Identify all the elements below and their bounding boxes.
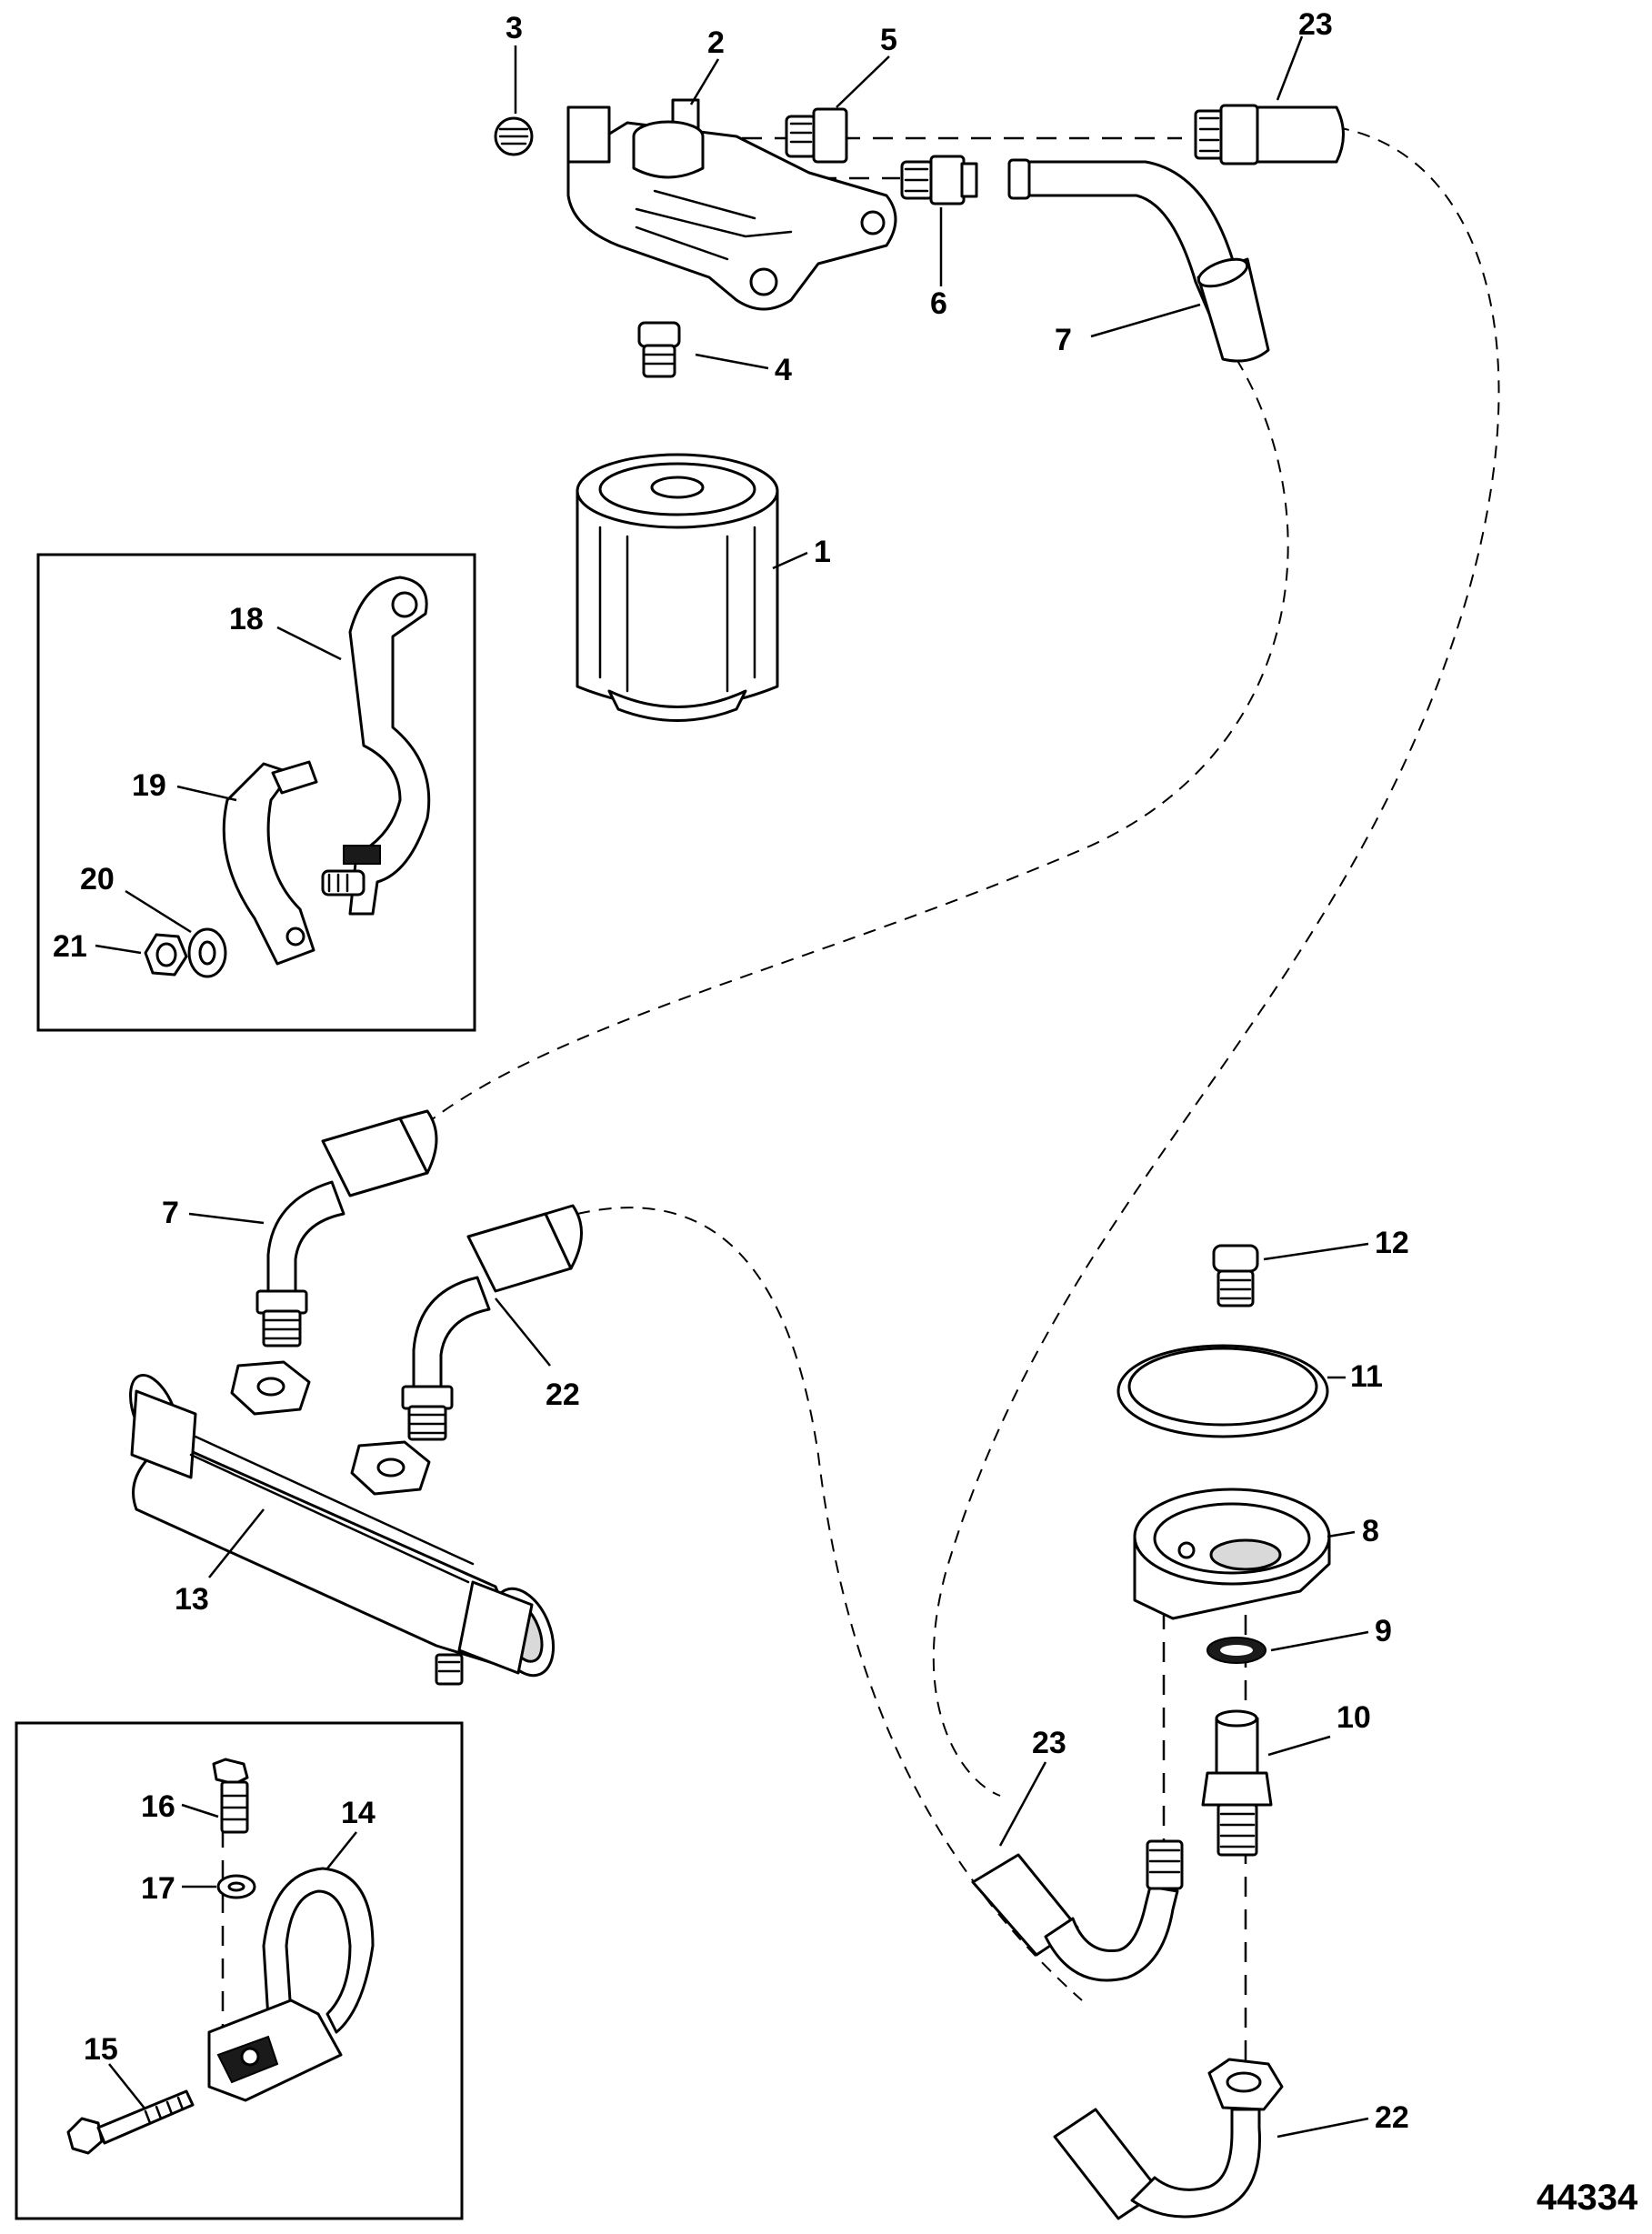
oring [1116,1344,1329,1438]
hose-route-7 [426,358,1289,1124]
leader-22-middle [495,1297,551,1367]
leader-14 [326,1831,357,1869]
filter-nipple [637,321,681,378]
filter-head [566,98,897,311]
leader-22-bottom [1277,2117,1369,2139]
leader-15 [108,2063,146,2110]
leader-18 [276,626,342,661]
clamp-kit-inset [15,1721,464,2220]
leader-23-top [1276,35,1304,101]
hose-7-top [1007,158,1270,363]
callout-lockwasher: 17 [141,1871,175,1906]
leader-7-bottom [188,1212,265,1225]
callout-clamp-bolt: 16 [141,1789,175,1824]
bracket [343,576,431,916]
callout-hose-23-top: 23 [1298,7,1333,42]
leader-8 [1327,1530,1356,1538]
nut [144,933,188,977]
strap [222,760,318,966]
leader-2 [689,58,720,105]
callout-nut: 21 [53,929,87,964]
callout-oring: 11 [1350,1359,1383,1394]
leader-10 [1267,1735,1331,1757]
callout-hose-22-bottom: 22 [1375,2100,1409,2135]
callout-strap: 19 [132,768,166,803]
callout-cooler: 13 [175,1582,209,1617]
callout-washer: 20 [80,862,115,897]
leader-lines [95,35,1369,2139]
callouts: 1 2 3 4 5 6 7 7 8 9 10 11 12 13 14 15 16… [53,7,1409,2135]
leader-5 [836,55,890,108]
callout-hose-7-top: 7 [1055,323,1072,357]
sealing-washer [1206,1637,1267,1664]
callout-sealing-washer: 9 [1375,1614,1392,1648]
leader-16 [181,1803,219,1818]
leader-19 [176,785,237,802]
leader-1 [772,551,808,570]
lockwasher [216,1874,256,1899]
bracket-stud [321,869,365,897]
hose-7-bottom [255,1109,438,1347]
leader-9 [1270,1630,1369,1652]
leader-12 [1263,1242,1369,1261]
adapter-fitting [1201,1709,1273,1857]
clamp-screw [66,2089,195,2155]
leader-7-top [1090,303,1201,338]
callout-clamp: 14 [341,1796,375,1830]
leader-23-bottom [998,1761,1047,1847]
callout-filter: 1 [814,535,831,569]
filter-cartridge [576,453,779,722]
hose-23-bottom [971,1839,1184,1982]
hose-route-23 [932,126,1500,1797]
leader-20 [125,889,192,934]
callout-fitting-lower: 6 [930,286,947,321]
head-plug [494,116,534,156]
fitting-lower [900,155,978,205]
callout-adapter: 8 [1362,1514,1379,1548]
leader-21 [95,944,142,955]
washer [187,927,227,978]
drawing-number: 44334 [1537,2178,1638,2218]
callout-fitting-upper: 5 [880,23,897,57]
callout-hose-23-bottom: 23 [1032,1726,1066,1760]
adapter-nipple [1212,1244,1259,1307]
callout-filter-nipple: 4 [775,353,792,387]
hose-22-middle [401,1204,583,1441]
clamp [207,1867,375,2102]
callout-bracket: 18 [229,602,264,636]
callout-hose-22-middle: 22 [546,1377,580,1412]
cooler [129,1360,556,1686]
bracket-kit-inset [36,553,476,1032]
hose-23-top [1194,104,1345,165]
hose-routes [426,126,1500,2087]
callout-filter-head: 2 [707,25,725,60]
hose-route-22 [576,1207,1083,2001]
leader-13 [208,1508,265,1578]
callout-adapter-nipple: 12 [1375,1226,1409,1260]
clamp-bolt [212,1758,249,1834]
callout-hose-7-bottom: 7 [162,1196,179,1230]
callout-adapter-fitting: 10 [1337,1700,1371,1735]
adapter [1133,1488,1331,1620]
fitting-upper [785,107,848,164]
callout-clamp-screw: 15 [84,2032,118,2067]
callout-head-plug: 3 [506,11,523,45]
leader-4 [695,353,769,370]
hose-22-bottom [1053,2058,1284,2220]
